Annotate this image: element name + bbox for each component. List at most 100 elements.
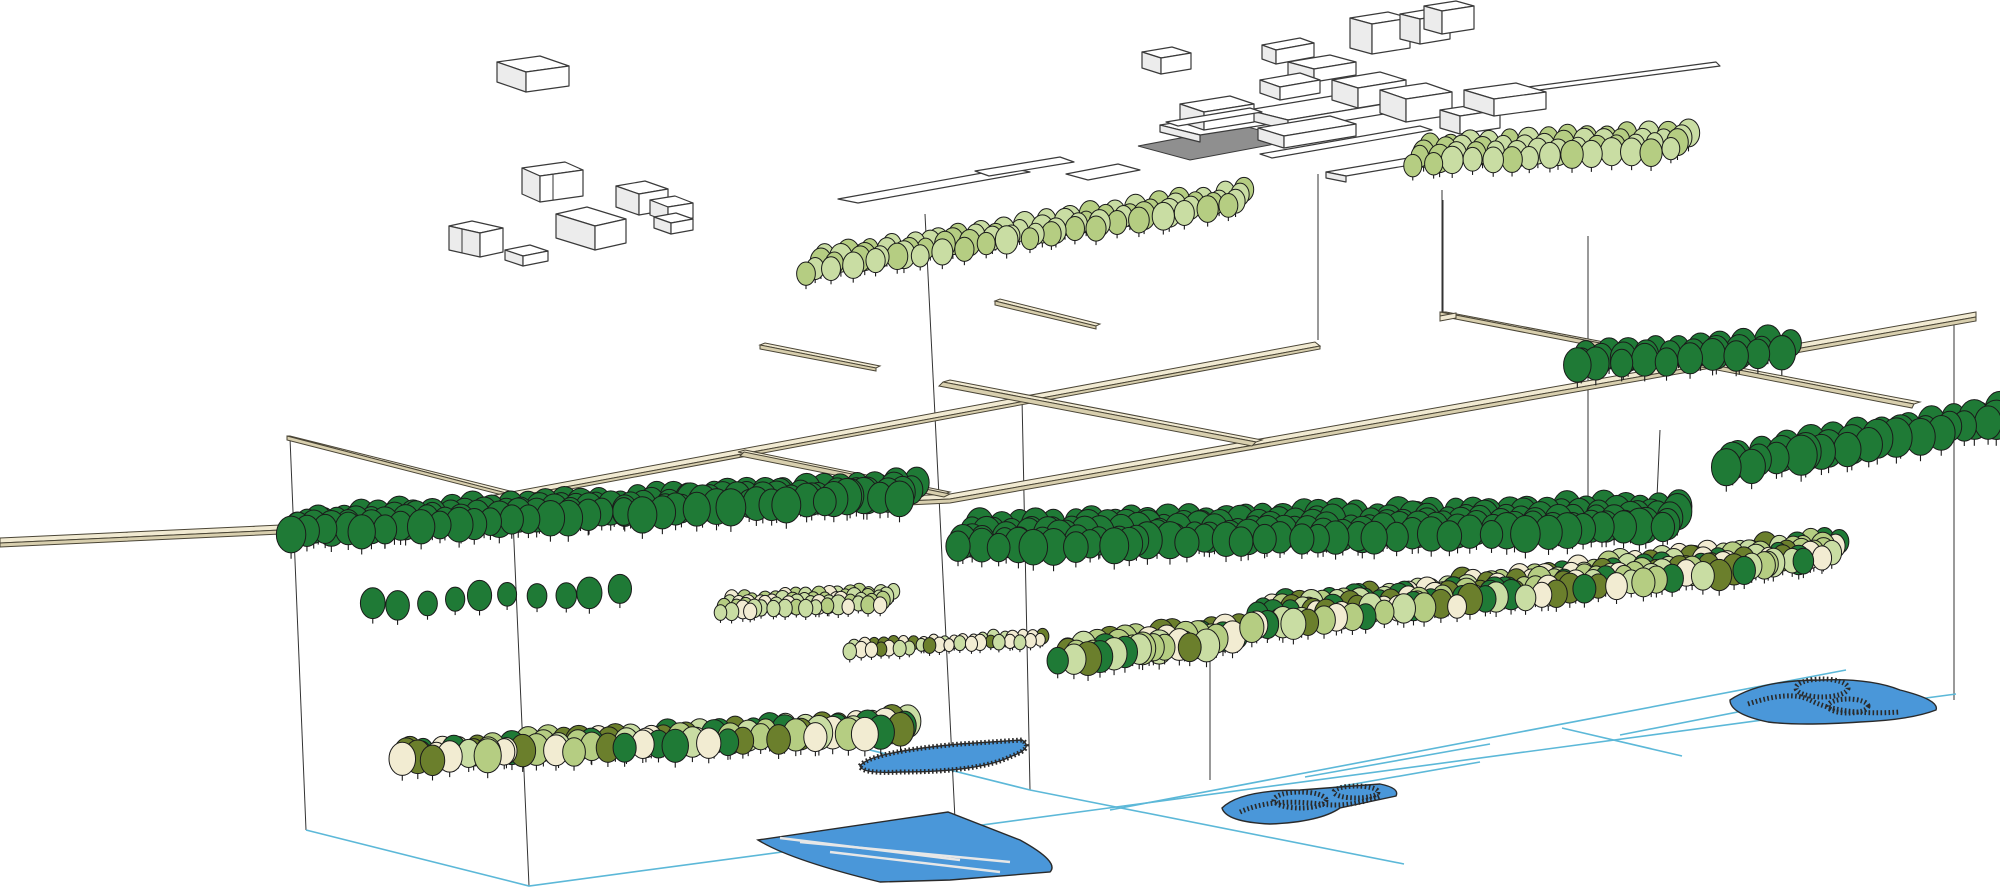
building-block [521, 161, 584, 203]
tree [406, 509, 436, 550]
water-pool [857, 737, 1029, 775]
tree [417, 590, 438, 620]
tree [385, 590, 410, 625]
light-green-tree-layer [796, 118, 1701, 290]
tree [798, 598, 814, 620]
tree [766, 724, 791, 759]
tree [627, 496, 658, 539]
dark-green-canopy-layer [275, 324, 2000, 625]
tree [1563, 347, 1592, 388]
tree [1064, 216, 1085, 245]
mixed-understory-layer [713, 526, 1850, 681]
tree [943, 638, 955, 654]
tree [555, 582, 578, 613]
ground-plane [305, 669, 1957, 887]
tree [1479, 520, 1504, 553]
tree [1514, 584, 1537, 615]
tree [842, 251, 865, 283]
tree [841, 598, 855, 617]
building-block [496, 55, 570, 93]
tree [497, 581, 518, 610]
tree [1196, 195, 1219, 227]
tree [1436, 520, 1463, 557]
tree [1745, 338, 1771, 374]
tree [445, 586, 466, 616]
tree [1085, 215, 1107, 246]
tree [931, 238, 954, 270]
tree [1360, 520, 1388, 560]
tree [347, 514, 376, 555]
tree [1174, 526, 1200, 563]
tree [1228, 526, 1254, 562]
tree [1061, 643, 1087, 680]
tree [1572, 573, 1597, 608]
tree [1424, 151, 1444, 179]
building-block [448, 220, 504, 258]
tree [1440, 145, 1464, 178]
tree [910, 244, 930, 271]
tree [1482, 146, 1504, 177]
tree [1020, 227, 1040, 254]
walkway-beam [937, 379, 1264, 447]
tree [612, 732, 637, 767]
tree [884, 480, 915, 523]
tree [886, 242, 909, 274]
tree [1510, 515, 1541, 559]
tree [713, 604, 728, 623]
tree [1539, 141, 1561, 173]
building-block [504, 244, 549, 267]
tree [1384, 521, 1409, 557]
tree [1177, 632, 1202, 667]
tree [821, 256, 842, 285]
tree [1289, 523, 1315, 559]
water-pool [1729, 676, 1938, 725]
tree [1792, 547, 1815, 579]
tree [1013, 634, 1027, 653]
tree [419, 744, 446, 781]
tree [1519, 146, 1539, 174]
tree [1321, 520, 1350, 560]
tree [1041, 221, 1062, 250]
walkway-beam [993, 298, 1102, 330]
tree [945, 530, 971, 567]
tree [850, 716, 879, 757]
tree [473, 738, 502, 779]
tree [865, 248, 886, 277]
tree [803, 722, 828, 757]
tree [796, 261, 816, 290]
tree [1723, 340, 1749, 377]
tree [1501, 146, 1523, 177]
tree [1732, 555, 1756, 590]
tree [1784, 434, 1818, 482]
tree [771, 486, 802, 529]
tree [903, 640, 916, 658]
tree [1018, 528, 1049, 571]
tree [1650, 511, 1676, 547]
tree [1833, 431, 1862, 473]
tree [526, 583, 548, 613]
buildings-layer [448, 0, 1721, 267]
tree [922, 637, 937, 656]
walkway-beam [758, 342, 882, 372]
tree [661, 728, 689, 768]
tree [992, 633, 1006, 653]
tree [873, 596, 888, 617]
tree [954, 236, 975, 266]
tree [576, 576, 603, 614]
tree [1811, 545, 1833, 574]
tree [1374, 599, 1395, 629]
tree [976, 231, 996, 259]
tree [359, 587, 386, 624]
tree [535, 500, 566, 542]
tree [1631, 567, 1656, 602]
tree [607, 573, 633, 609]
ground-tree-layer [388, 704, 922, 781]
tree [1218, 193, 1239, 222]
tree [1024, 632, 1037, 651]
water-pool [1221, 783, 1398, 825]
tree [1767, 335, 1797, 376]
tree [1063, 531, 1089, 568]
tree [1046, 646, 1069, 679]
walkway-beam [370, 341, 1322, 526]
